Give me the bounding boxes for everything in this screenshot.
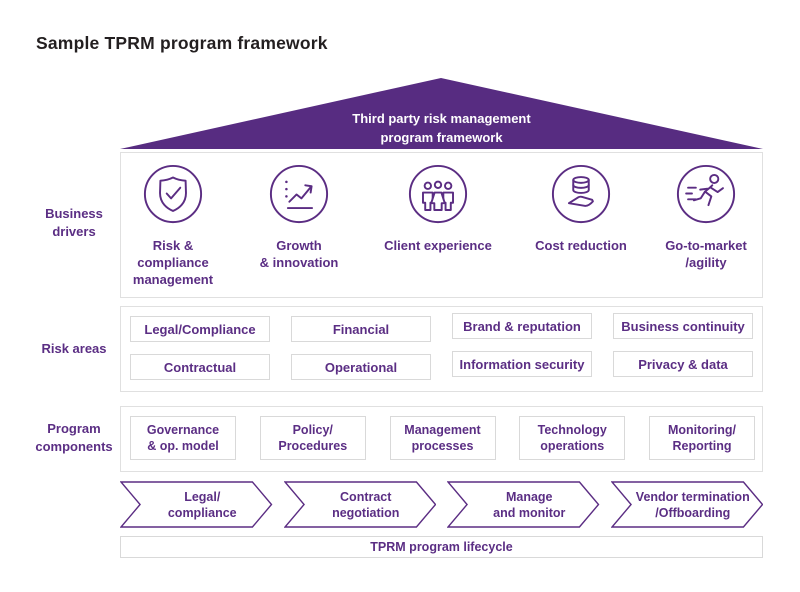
risk-box: Financial [291,316,431,342]
driver-label: Risk & compliance management [132,238,214,287]
lifecycle-arrow-legal-compliance: Legal/ compliance [120,481,273,528]
risk-box: Information security [452,351,592,377]
driver-item-growth-innovation: Growth & innovation [233,163,365,271]
arrow-label: Manage and monitor [493,489,566,520]
driver-label: Go-to-market /agility [665,238,747,270]
driver-item-cost-reduction: Cost reduction [515,163,647,254]
lifecycle-bar: TPRM program lifecycle [120,536,763,558]
risk-box: Privacy & data [613,351,753,377]
lifecycle-arrows: Legal/ compliance Contract negotiation M… [120,481,763,528]
people-icon [408,164,468,224]
driver-item-risk-compliance: Risk & compliance management [107,163,239,288]
risk-box: Contractual [130,354,270,380]
growth-chart-icon [269,164,329,224]
driver-item-go-to-market: Go-to-market /agility [640,163,772,271]
row-label-business-drivers: Business drivers [45,206,103,239]
lifecycle-arrow-vendor-termination: Vendor termination /Offboarding [611,481,764,528]
row-label-program-components: Program components [35,421,113,454]
coins-hand-icon [551,164,611,224]
page-title: Sample TPRM program framework [36,33,328,53]
component-box: Monitoring/ Reporting [649,416,755,460]
driver-label: Growth & innovation [259,238,339,270]
arrow-label: Contract negotiation [332,489,400,520]
component-box: Policy/ Procedures [259,416,366,460]
runner-icon [676,164,736,224]
program-components-row: Governance & op. model Policy/ Procedure… [130,416,755,460]
driver-label: Client experience [384,238,492,253]
roof-banner: Third party risk management program fram… [120,78,763,149]
arrow-label: Legal/ compliance [167,489,237,520]
risk-box: Brand & reputation [452,313,592,339]
chevron-arrow-shape [284,481,437,528]
roof-banner-label: Third party risk management program fram… [352,111,531,145]
row-label-risk-areas: Risk areas [41,341,107,356]
component-box: Technology operations [519,416,626,460]
roof-triangle-shape [120,78,763,149]
risk-box: Operational [291,354,431,380]
arrow-label: Vendor termination /Offboarding [635,489,750,520]
chevron-arrow-shape [611,481,764,528]
shield-check-icon [143,164,203,224]
chevron-arrow-shape [120,481,273,528]
driver-item-client-experience: Client experience [372,163,504,254]
component-box: Management processes [389,416,496,460]
risk-areas-grid: Legal/Compliance Financial Brand & reput… [130,313,753,380]
lifecycle-arrow-manage-monitor: Manage and monitor [447,481,600,528]
component-box: Governance & op. model [130,416,236,460]
chevron-arrow-shape [447,481,600,528]
lifecycle-arrow-contract-negotiation: Contract negotiation [284,481,437,528]
business-drivers-panel: Risk & compliance management Growth & in… [120,152,763,298]
risk-box: Business continuity [613,313,753,339]
driver-label: Cost reduction [535,238,627,253]
risk-box: Legal/Compliance [130,316,270,342]
